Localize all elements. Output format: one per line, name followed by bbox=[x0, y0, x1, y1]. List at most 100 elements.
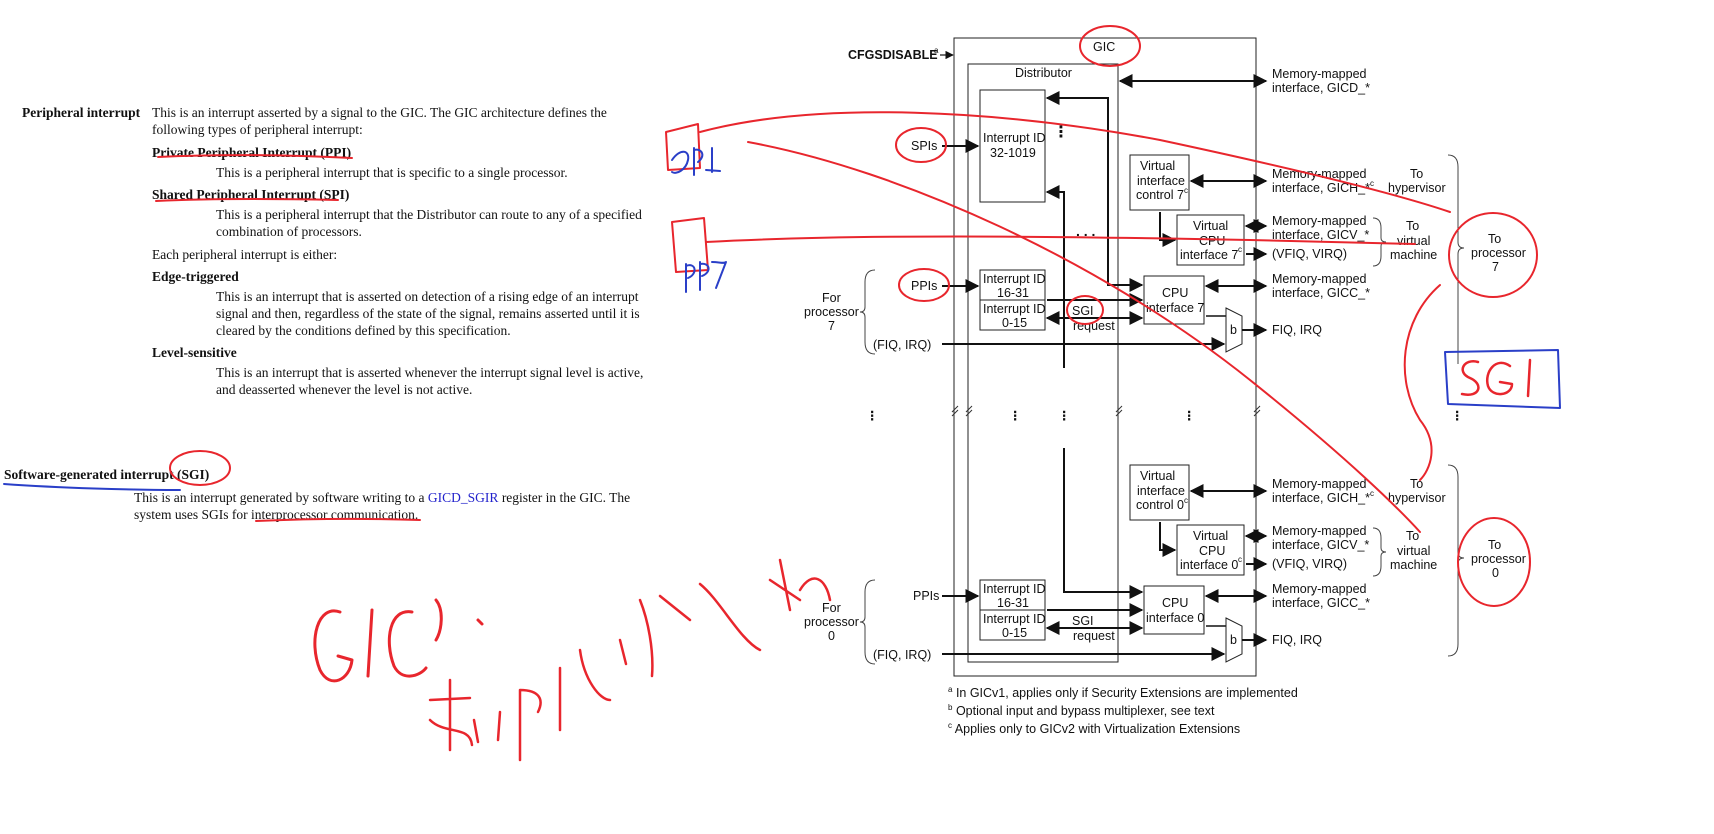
sgi-desc-line1: This is an interrupt generated by softwa… bbox=[134, 490, 631, 505]
gicv0-l1: Memory-mapped bbox=[1272, 524, 1367, 538]
vic7-l2: interface bbox=[1137, 174, 1185, 188]
spi-desc-line2: combination of processors. bbox=[216, 224, 362, 239]
cpu0-l2: interface 0 bbox=[1146, 611, 1204, 625]
gic-outer-box bbox=[953, 37, 1257, 677]
svg-text:c: c bbox=[1184, 496, 1188, 505]
vic0-l2: interface bbox=[1137, 484, 1185, 498]
svg-text:c: c bbox=[1184, 186, 1188, 195]
fiq-irq-in7: (FIQ, IRQ) bbox=[873, 338, 931, 352]
for-proc7-l2: processor bbox=[804, 305, 859, 319]
distributor-label: Distributor bbox=[1015, 66, 1072, 80]
vic0-box bbox=[1129, 464, 1190, 521]
cpu0-l1: CPU bbox=[1162, 596, 1188, 610]
vic0-l1: Virtual bbox=[1140, 469, 1175, 483]
vic0-l3: control 0 bbox=[1136, 498, 1184, 512]
edge-triggered-term: Edge-triggered bbox=[152, 269, 239, 284]
vertical-ellipsis: ⋮ ⋮ ⋮ ⋮ ⋮ bbox=[866, 409, 1464, 423]
ppi7-l1: Interrupt ID bbox=[983, 272, 1046, 286]
gicd-sgir-link[interactable]: GICD_SGIR bbox=[427, 490, 499, 505]
vcpu0-l2: CPU bbox=[1199, 544, 1225, 558]
footnote-c: c Applies only to GICv2 with Virtualizat… bbox=[948, 721, 1241, 737]
svg-text:⋮: ⋮ bbox=[1009, 409, 1022, 423]
ppis0-label: PPIs bbox=[913, 589, 939, 603]
ppis7-label: PPIs bbox=[911, 279, 937, 293]
svg-text:⋮: ⋮ bbox=[1451, 409, 1464, 423]
edge-desc-line1: This is an interrupt that is asserted on… bbox=[216, 289, 639, 304]
cpu7-l2: interface 7 bbox=[1146, 301, 1204, 315]
to-vm7-l2: virtual bbox=[1397, 234, 1430, 248]
to-vm0-l1: To bbox=[1406, 529, 1419, 543]
cpu-if7-box bbox=[1143, 275, 1205, 325]
svg-text:c: c bbox=[1238, 245, 1242, 254]
gic-label: GIC bbox=[1093, 40, 1115, 54]
sgi0-l1: Interrupt ID bbox=[983, 612, 1046, 626]
peripheral-interrupt-term: Peripheral interrupt bbox=[22, 105, 141, 120]
each-peripheral-line: Each peripheral interrupt is either: bbox=[152, 247, 338, 262]
gicv7-l2: interface, GICV_* bbox=[1272, 228, 1369, 242]
vcpu0-l1: Virtual bbox=[1193, 529, 1228, 543]
ppi0-l1: Interrupt ID bbox=[983, 582, 1046, 596]
handwritten-annotations bbox=[3, 25, 1561, 762]
ppi-desc: This is a peripheral interrupt that is s… bbox=[216, 165, 568, 180]
int-id-sgi0-box bbox=[979, 609, 1046, 641]
int-id-ppi7-box bbox=[979, 269, 1046, 301]
vic7-l3: control 7 bbox=[1136, 188, 1184, 202]
gicc0-l1: Memory-mapped bbox=[1272, 582, 1367, 596]
level-sensitive-term: Level-sensitive bbox=[152, 345, 237, 360]
edge-desc-line2: signal and then, regardless of the state… bbox=[216, 306, 640, 321]
distributor-box bbox=[967, 63, 1119, 663]
for-proc0-l1: For bbox=[822, 601, 841, 615]
mux7 bbox=[1225, 307, 1243, 353]
svg-text:c: c bbox=[1370, 179, 1374, 188]
vic7-l1: Virtual bbox=[1140, 159, 1175, 173]
for-proc0-l2: processor bbox=[804, 615, 859, 629]
cfgsdisable-label: CFGSDISABLE bbox=[848, 48, 938, 62]
gicv0-l2: interface, GICV_* bbox=[1272, 538, 1369, 552]
for-proc7-l1: For bbox=[822, 291, 841, 305]
to-hyp7-l2: hypervisor bbox=[1388, 181, 1446, 195]
sgi0-l2: 0-15 bbox=[1002, 626, 1027, 640]
sgi-req7-l2: request bbox=[1073, 319, 1115, 333]
gicc0-l2: interface, GICC_* bbox=[1272, 596, 1370, 610]
vcpu7-l1: Virtual bbox=[1193, 219, 1228, 233]
spis-label: SPIs bbox=[911, 139, 937, 153]
to-proc7-l1: To bbox=[1488, 232, 1501, 246]
for-proc0-l3: 0 bbox=[828, 629, 835, 643]
svg-text:⋮: ⋮ bbox=[1183, 409, 1196, 423]
to-proc0-l3: 0 bbox=[1492, 566, 1499, 580]
int-id-spi-label-2: 32-1019 bbox=[990, 146, 1036, 160]
to-proc7-l2: processor bbox=[1471, 246, 1526, 260]
peripheral-desc-line1: This is an interrupt asserted by a signa… bbox=[152, 105, 607, 120]
gicc7-l2: interface, GICC_* bbox=[1272, 286, 1370, 300]
vcpu7-l3: interface 7 bbox=[1180, 248, 1238, 262]
svg-text:a: a bbox=[934, 46, 939, 55]
vic7-box bbox=[1129, 154, 1190, 211]
to-proc7-l3: 7 bbox=[1492, 260, 1499, 274]
to-proc0-l1: To bbox=[1488, 538, 1501, 552]
svg-text:⋮: ⋮ bbox=[1053, 124, 1069, 141]
to-vm0-l2: virtual bbox=[1397, 544, 1430, 558]
svg-text:c: c bbox=[1238, 555, 1242, 564]
cpu7-l1: CPU bbox=[1162, 286, 1188, 300]
fiq-irq-out7: FIQ, IRQ bbox=[1272, 323, 1322, 337]
to-proc0-l2: processor bbox=[1471, 552, 1526, 566]
ppi0-l2: 16-31 bbox=[997, 596, 1029, 610]
to-vm7-l3: machine bbox=[1390, 248, 1437, 262]
cpu-if0-box bbox=[1143, 585, 1205, 635]
vcpu0-box bbox=[1176, 524, 1245, 576]
mux0 bbox=[1225, 617, 1243, 663]
for-proc7-l3: 7 bbox=[828, 319, 835, 333]
footnote-b: b Optional input and bypass multiplexer,… bbox=[948, 703, 1215, 719]
sgi-req0-l1: SGI bbox=[1072, 614, 1094, 628]
to-vm0-l3: machine bbox=[1390, 558, 1437, 572]
fiq-irq-out0: FIQ, IRQ bbox=[1272, 633, 1322, 647]
sgi7-l1: Interrupt ID bbox=[983, 302, 1046, 316]
int-id-spi-box bbox=[979, 89, 1046, 203]
ppi7-l2: 16-31 bbox=[997, 286, 1029, 300]
spi-desc-line1: This is a peripheral interrupt that the … bbox=[216, 207, 642, 222]
svg-text:c: c bbox=[1370, 489, 1374, 498]
edge-desc-line3: cleared by the conditions defined by thi… bbox=[216, 323, 511, 338]
gicv7-l1: Memory-mapped bbox=[1272, 214, 1367, 228]
vcpu7-l2: CPU bbox=[1199, 234, 1225, 248]
